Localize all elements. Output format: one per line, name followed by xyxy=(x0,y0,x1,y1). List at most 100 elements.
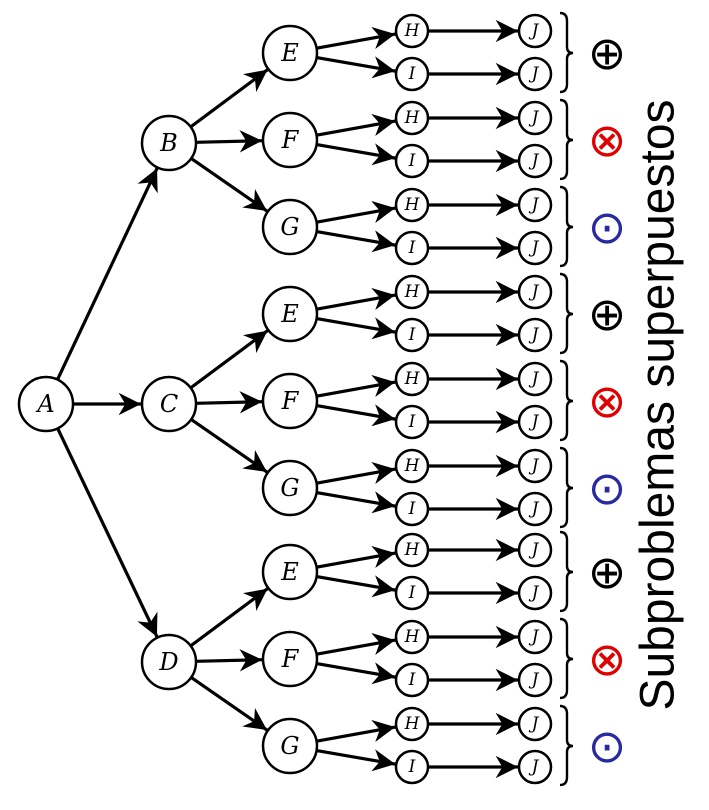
node-d-g-h-circle xyxy=(394,706,430,742)
node-c-e-i-j: J xyxy=(517,317,553,353)
node-b-f-h-circle xyxy=(394,100,430,136)
brace xyxy=(559,272,574,355)
edge-node-c-f-h xyxy=(316,374,396,398)
node-d-e-i-j-circle xyxy=(517,575,553,611)
oplus-symbol: ⊕ xyxy=(588,545,627,599)
node-b-g-h-j: J xyxy=(517,187,553,223)
node-d-f-i: I xyxy=(394,662,430,698)
node-d-g-i: I xyxy=(394,749,430,785)
edge-node-b-e-i xyxy=(316,56,396,79)
edge-d-f xyxy=(195,649,263,672)
edge-node-b-g-h xyxy=(316,200,396,224)
node-d-g-label: G xyxy=(280,732,299,760)
edge-a-b xyxy=(56,167,159,381)
node-c-g-circle xyxy=(261,459,319,517)
node-b: B xyxy=(140,114,198,172)
node-c-e-h-j-circle xyxy=(517,274,553,310)
node-c-e-circle xyxy=(261,285,319,343)
node-b-g-h-j-label: J xyxy=(529,195,540,215)
node-d-g-h-j-circle xyxy=(517,706,553,742)
node-d-e-i: I xyxy=(394,575,430,611)
node-d-f-h: H xyxy=(394,619,430,655)
node-b-f-i: I xyxy=(394,143,430,179)
node-b-f-h-label: H xyxy=(404,108,421,128)
node-c-label: C xyxy=(160,390,178,418)
node-c-e-i: I xyxy=(394,317,430,353)
brace xyxy=(559,446,574,529)
node-c-f-h-circle xyxy=(394,361,430,397)
brace xyxy=(559,185,574,268)
node-d-e-i-j: J xyxy=(517,575,553,611)
node-c-e-label: E xyxy=(280,300,299,328)
node-c-e-i-j-label: J xyxy=(529,325,540,345)
node-b-e-i-j-circle xyxy=(517,56,553,92)
node-c-g-i: I xyxy=(394,491,430,527)
node-d-f-h-j: J xyxy=(517,619,553,655)
node-d-g-i-circle xyxy=(394,749,430,785)
vertical-title-text: Subproblemas superpuestos xyxy=(631,99,685,711)
edge-node-d-e-h xyxy=(316,545,396,569)
node-d-g-i-j: J xyxy=(517,749,553,785)
node-a-circle xyxy=(17,375,75,433)
node-d-g-circle xyxy=(261,717,319,775)
node-c-g-h-circle xyxy=(394,448,430,484)
node-d-g-h-j-label: J xyxy=(529,714,540,734)
node-b-f-i-j-circle xyxy=(517,143,553,179)
node-b-g-h-label: H xyxy=(404,195,421,215)
node-c-f-i-j: J xyxy=(517,404,553,440)
node-c-circle xyxy=(140,375,198,433)
node-c-g-h: H xyxy=(394,448,430,484)
node-b-e-i: I xyxy=(394,56,430,92)
node-a-label: A xyxy=(35,390,54,418)
node-c-g-h-label: H xyxy=(404,456,421,476)
node-a: A xyxy=(17,375,75,433)
node-c-f-h: H xyxy=(394,361,430,397)
edge-d-g xyxy=(190,676,268,732)
edge-node-b-e-h xyxy=(316,26,396,50)
node-d-f-h-j-circle xyxy=(517,619,553,655)
node-b-e-h-j-label: J xyxy=(529,21,540,41)
node-d-e-h-label: H xyxy=(404,540,421,560)
node-c-e-i-j-circle xyxy=(517,317,553,353)
node-d-g-h: H xyxy=(394,706,430,742)
edge-c-e xyxy=(189,329,269,390)
node-b-f: F xyxy=(261,111,319,169)
node-d-f-h-label: H xyxy=(404,627,421,647)
edge-node-b-f-h xyxy=(316,113,396,137)
edge-node-d-f-h xyxy=(316,632,396,656)
brace xyxy=(559,11,574,94)
node-d: D xyxy=(140,633,198,691)
node-c-e-i-label: I xyxy=(408,325,416,345)
group-4: ⊕ xyxy=(559,272,626,355)
node-b-e-h-label: H xyxy=(404,21,421,41)
node-d-e-label: E xyxy=(280,558,299,586)
edge-c-g xyxy=(190,418,268,474)
node-c-g-i-j: J xyxy=(517,491,553,527)
node-d-e-i-label: I xyxy=(408,583,416,603)
node-c-e-h-j-label: J xyxy=(529,282,540,302)
node-b-g: G xyxy=(261,198,319,256)
node-c-g-i-label: I xyxy=(408,499,416,519)
node-b-g-i-j-circle xyxy=(517,230,553,266)
node-d-g-i-j-label: J xyxy=(529,757,540,777)
node-d-e: E xyxy=(261,543,319,601)
node-d-e-h: H xyxy=(394,532,430,568)
edge-node-d-e-i xyxy=(316,575,396,598)
node-d-g-i-j-circle xyxy=(517,749,553,785)
node-c-f-label: F xyxy=(281,387,300,415)
node-b-e-circle xyxy=(261,24,319,82)
node-d-e-h-j-circle xyxy=(517,532,553,568)
node-b-e-i-circle xyxy=(394,56,430,92)
edge-node-d-f-i xyxy=(316,662,396,685)
node-c-e-i-circle xyxy=(394,317,430,353)
node-d-f-i-j-label: J xyxy=(529,670,540,690)
node-c-f: F xyxy=(261,372,319,430)
node-c-e-h-j: J xyxy=(517,274,553,310)
brace xyxy=(559,617,574,700)
node-d-e-circle xyxy=(261,543,319,601)
brace xyxy=(559,98,574,181)
edge-a-d xyxy=(56,427,159,638)
node-d-label: D xyxy=(158,648,178,676)
group-6: ⊙ xyxy=(559,446,626,529)
